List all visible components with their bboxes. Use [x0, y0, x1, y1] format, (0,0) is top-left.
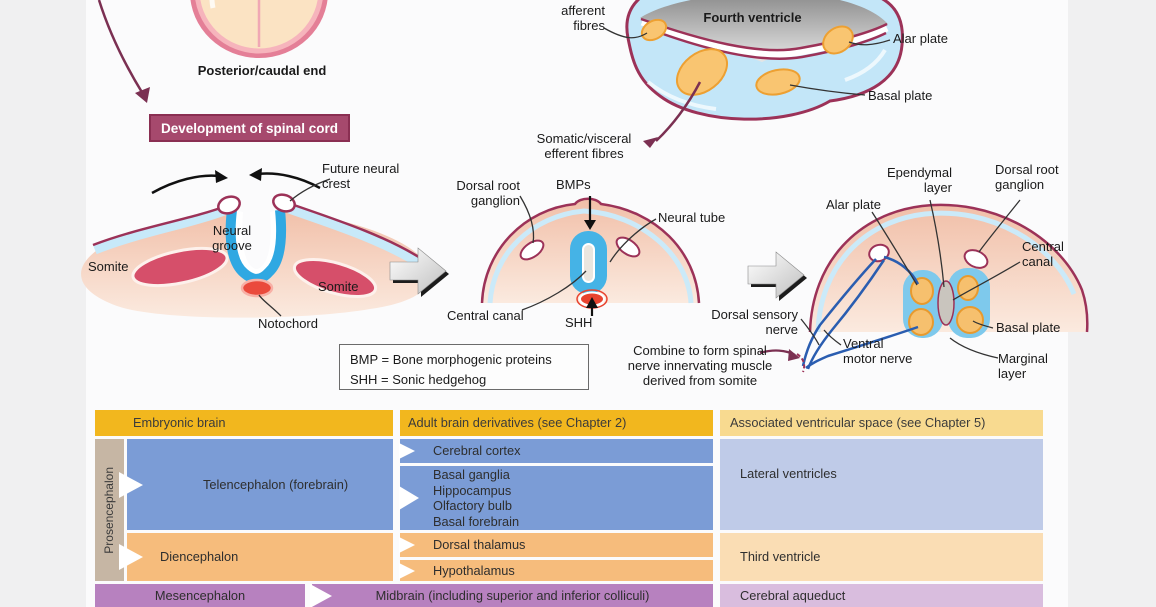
chevron-icon: [399, 486, 419, 510]
basal-plate-label-s3: Basal plate: [996, 320, 1061, 335]
chevron-icon: [399, 443, 415, 459]
dorsal-thalamus-label: Dorsal thalamus: [433, 537, 526, 553]
marginal-layer-label: Marginal layer: [998, 351, 1048, 381]
header-embryonic-brain: Embryonic brain: [95, 410, 393, 436]
header-ventricular-space: Associated ventricular space (see Chapte…: [720, 410, 1043, 436]
bmps-label: BMPs: [556, 177, 591, 192]
third-ventricle-cell: Third ventricle: [720, 533, 1043, 581]
chevron-icon: [119, 471, 143, 498]
chevron-icon: [399, 562, 415, 579]
chevron-icon: [310, 584, 332, 607]
neural-tube-illustration: [480, 195, 701, 316]
lateral-ventricles-label: Lateral ventricles: [740, 466, 837, 481]
cerebral-aqueduct-cell: Cerebral aqueduct: [720, 584, 1043, 607]
alar-plate-label-s3: Alar plate: [826, 197, 881, 212]
diencephalon-label: Diencephalon: [160, 549, 239, 565]
neural-groove-label: Neural groove: [212, 223, 252, 253]
alar-plate-label-fv: Alar plate: [893, 31, 948, 46]
basal-plate-label-fv: Basal plate: [868, 88, 933, 103]
central-canal-label-s2: Central canal: [447, 308, 524, 323]
cerebral-aqueduct-label: Cerebral aqueduct: [740, 588, 846, 604]
combine-note-label: Combine to form spinal nerve innervating…: [627, 343, 773, 388]
midbrain-label: Midbrain (including superior and inferio…: [375, 588, 650, 604]
abbreviation-legend: BMP = Bone morphogenic proteins SHH = So…: [339, 344, 589, 390]
chevron-icon: [119, 544, 143, 570]
cerebral-cortex-label: Cerebral cortex: [433, 443, 521, 459]
somite-right-label: Somite: [318, 279, 359, 294]
midbrain-cell: Midbrain (including superior and inferio…: [310, 584, 713, 607]
diencephalon-cell: Diencephalon: [119, 533, 393, 581]
mesencephalon-cell: Mesencephalon: [95, 584, 305, 607]
fourth-ventricle-illustration: [603, 0, 904, 148]
third-ventricle-label: Third ventricle: [740, 549, 821, 565]
dorsal-root-ganglion-label-s2: Dorsal root ganglion: [456, 178, 520, 208]
somatic-visceral-efferent-label: Somatic/visceral efferent fibres: [536, 131, 632, 161]
dorsal-thalamus-cell: Dorsal thalamus: [399, 533, 713, 557]
embryo-posterior-view-illustration: [190, 0, 328, 58]
dorsal-sensory-nerve-label: Dorsal sensory nerve: [711, 307, 798, 337]
somite-left-label: Somite: [88, 259, 129, 274]
header-adult-derivatives: Adult brain derivatives (see Chapter 2): [400, 410, 713, 436]
neural-tube-label: Neural tube: [658, 210, 726, 225]
cerebral-cortex-cell: Cerebral cortex: [399, 439, 713, 463]
hypothalamus-label: Hypothalamus: [433, 562, 515, 578]
stage-arrow-1: [389, 247, 449, 297]
stage-arrow-2: [747, 251, 807, 301]
afferent-fibres-label: afferent fibres: [561, 3, 605, 33]
posterior-caudal-label: Posterior/caudal end: [197, 63, 327, 78]
prosencephalon-label: Prosencephalon: [101, 466, 116, 554]
central-canal-label-s3: Central canal: [1022, 239, 1064, 269]
telencephalon-derivatives-cell: Basal ganglia Hippocampus Olfactory bulb…: [399, 466, 713, 530]
legend-shh-line: SHH = Sonic hedgehog: [350, 371, 487, 387]
development-of-spinal-cord-banner: Development of spinal cord: [149, 114, 350, 142]
future-neural-crest-label: Future neural crest: [322, 161, 400, 191]
ependymal-layer-label: Ependymal layer: [886, 165, 952, 195]
legend-bmp-line: BMP = Bone morphogenic proteins: [350, 352, 552, 367]
lateral-ventricles-cell: Lateral ventricles: [720, 439, 1043, 530]
hypothalamus-cell: Hypothalamus: [399, 560, 713, 581]
fourth-ventricle-title: Fourth ventricle: [703, 10, 802, 25]
telencephalon-derivatives-label: Basal ganglia Hippocampus Olfactory bulb…: [433, 467, 520, 529]
spinal-cord-illustration: [759, 199, 1089, 373]
telencephalon-label: Telencephalon (forebrain): [203, 476, 349, 492]
shh-label: SHH: [565, 315, 593, 330]
mesencephalon-label: Mesencephalon: [154, 588, 246, 604]
dorsal-root-ganglion-label-s3: Dorsal root ganglion: [995, 162, 1059, 192]
ventral-motor-nerve-label: Ventral motor nerve: [843, 336, 913, 366]
chevron-icon: [399, 537, 415, 553]
notochord-label: Notochord: [258, 316, 318, 331]
neural-groove-illustration: [81, 168, 431, 318]
flow-arrow-to-banner: [97, 0, 150, 103]
telencephalon-cell: Telencephalon (forebrain): [119, 439, 393, 530]
